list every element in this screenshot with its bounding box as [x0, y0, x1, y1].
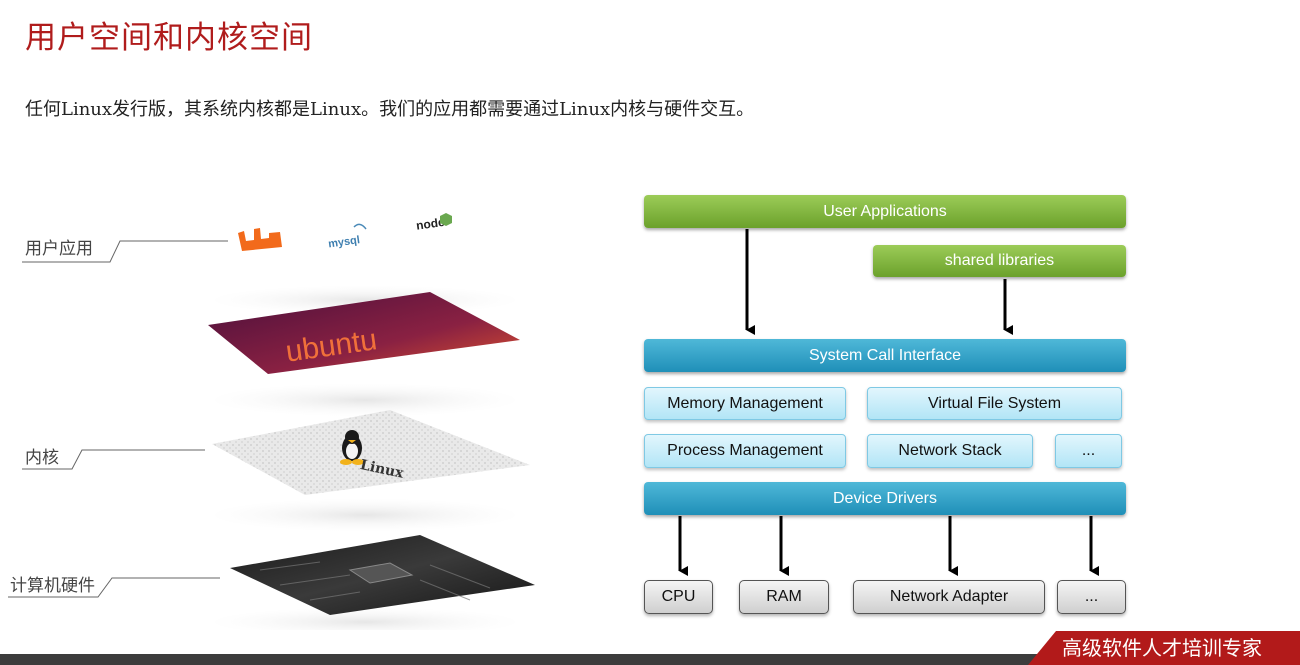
page-title: 用户空间和内核空间	[25, 20, 313, 56]
memory-management-box: Memory Management	[644, 387, 846, 420]
more-hardware-box: ...	[1057, 580, 1126, 614]
network-adapter-box: Network Adapter	[853, 580, 1045, 614]
leader-lines	[8, 240, 228, 598]
virtual-file-system-box: Virtual File System	[867, 387, 1122, 420]
process-management-box: Process Management	[644, 434, 846, 468]
page-subtitle: 任何Linux发行版，其系统内核都是Linux。我们的应用都需要通过Linux内…	[25, 99, 755, 120]
kernel-layer-label: 内核	[25, 448, 59, 468]
apps-layer-label: 用户应用	[25, 239, 93, 259]
node-logo: node	[415, 213, 452, 233]
tux-icon	[340, 430, 364, 465]
footer-badge	[1028, 631, 1300, 665]
hardware-slab	[230, 535, 535, 615]
footer-bar	[0, 654, 1300, 665]
rabbitmq-logo	[238, 228, 282, 251]
node-logo-text: node	[415, 215, 446, 233]
network-stack-box: Network Stack	[867, 434, 1033, 468]
ram-box: RAM	[739, 580, 829, 614]
app-logos: mysql node	[236, 205, 486, 255]
layer-stack: ubuntu Linux	[208, 286, 535, 630]
footer-slogan: 高级软件人才培训专家	[1062, 636, 1262, 660]
ubuntu-slab: ubuntu	[208, 292, 520, 374]
user-applications-box: User Applications	[644, 195, 1126, 228]
cpu-box: CPU	[644, 580, 713, 614]
system-call-interface-box: System Call Interface	[644, 339, 1126, 372]
mysql-logo-text: mysql	[327, 234, 360, 250]
shared-libraries-box: shared libraries	[873, 245, 1126, 277]
device-drivers-box: Device Drivers	[644, 482, 1126, 515]
more-modules-box: ...	[1055, 434, 1122, 468]
linux-slab: Linux	[212, 410, 530, 495]
hardware-layer-label: 计算机硬件	[10, 576, 95, 596]
mysql-logo: mysql	[327, 223, 367, 250]
